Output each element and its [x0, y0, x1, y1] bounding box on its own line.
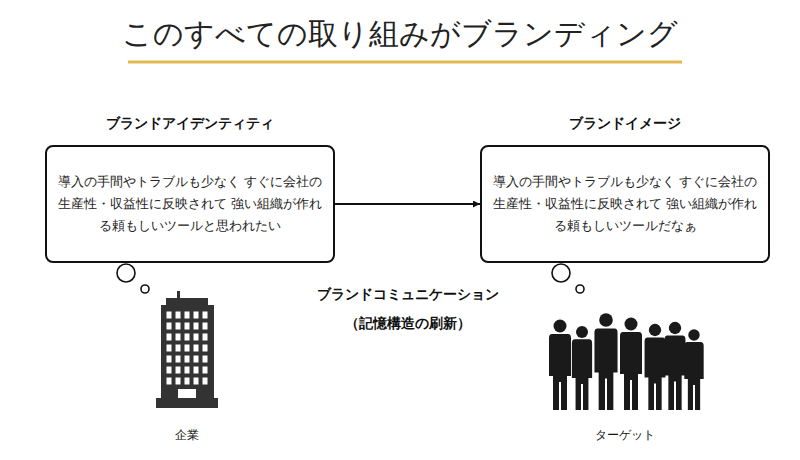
person-silhouette — [594, 313, 617, 410]
communication-label: ブランドコミュニケーション — [317, 286, 499, 304]
person-silhouette — [572, 326, 592, 410]
box-heading: ブランドアイデンティティ — [106, 115, 274, 133]
title-underline — [128, 61, 682, 64]
target-label: ターゲット — [595, 427, 655, 444]
person-silhouette — [665, 322, 686, 410]
thought-bubble — [552, 264, 570, 282]
box-text: 導入の手間やトラブルも少なく すぐに会社の生産性・収益性に反映されて 強い組織が… — [482, 171, 768, 237]
person-silhouette — [620, 318, 642, 411]
company-label: 企業 — [175, 427, 199, 444]
thought-bubble — [117, 264, 135, 282]
thought-box: ブランドアイデンティティ導入の手間やトラブルも少なく すぐに会社の生産性・収益性… — [45, 145, 335, 263]
box-heading: ブランドイメージ — [569, 115, 681, 133]
thought-bubble — [141, 285, 149, 293]
communication-sublabel: （記憶構造の刷新） — [345, 315, 471, 333]
thought-bubble — [576, 285, 584, 293]
box-text: 導入の手間やトラブルも少なく すぐに会社の生産性・収益性に反映されて 強い組織が… — [47, 171, 333, 237]
arrow-connector — [335, 203, 480, 205]
building-icon — [156, 291, 218, 408]
person-silhouette — [684, 329, 703, 410]
thought-box: ブランドイメージ導入の手間やトラブルも少なく すぐに会社の生産性・収益性に反映さ… — [480, 145, 770, 263]
people-icon — [549, 313, 704, 410]
person-silhouette — [645, 324, 666, 410]
title: このすべての取り組みがブランディング — [0, 14, 800, 55]
person-silhouette — [549, 320, 571, 411]
